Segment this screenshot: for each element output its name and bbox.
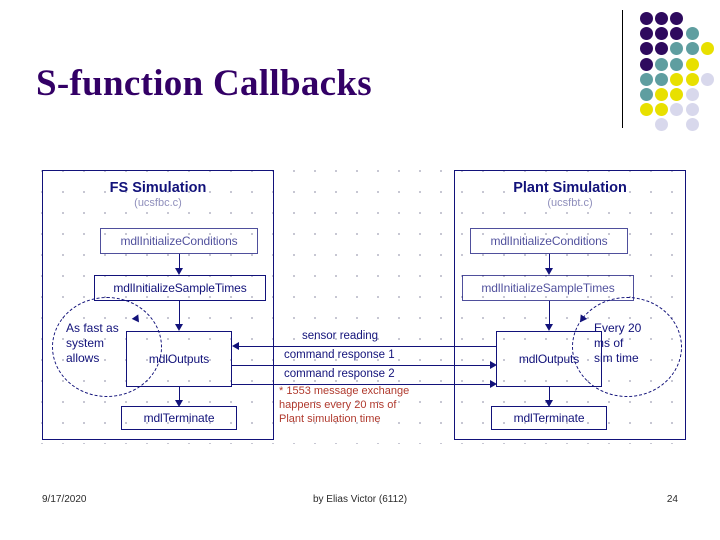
decorative-dot (685, 88, 699, 101)
plant-node-init-conditions[interactable]: mdlInitializeConditions (470, 228, 628, 254)
plant-loop-ellipse (572, 297, 682, 397)
fs-loop-ellipse (52, 297, 162, 397)
footer-date: 9/17/2020 (42, 494, 87, 505)
fs-arrowhead-sample-to-outputs (174, 324, 183, 331)
decorative-dot (640, 12, 653, 25)
decorative-dot (670, 42, 684, 56)
decorative-dot (670, 12, 684, 25)
decorative-dot (670, 72, 684, 86)
message-label-sensor-reading: sensor reading (302, 330, 379, 342)
fs-loop-label: As fast as system allows (66, 321, 119, 365)
plant-node-init-sample-times[interactable]: mdlInitializeSampleTimes (462, 275, 634, 301)
decorative-dot (655, 12, 669, 25)
fs-connector-sample-to-outputs (179, 301, 181, 326)
decorative-dot (670, 88, 684, 101)
decorative-dot (685, 27, 699, 41)
decorative-dot (670, 103, 684, 117)
decorative-dot (640, 57, 653, 71)
decorative-dot (685, 72, 699, 86)
page-title: S-function Callbacks (36, 63, 372, 104)
plant-connector-sample-to-outputs (549, 301, 551, 326)
decorative-dot (640, 72, 653, 86)
decorative-dot (700, 72, 714, 86)
message-arrowhead-command-response-1 (490, 360, 497, 369)
footer-author: by Elias Victor (6112) (312, 494, 408, 505)
message-line-sensor-reading (238, 346, 496, 348)
plant-simulation-title: Plant Simulation (513, 180, 627, 196)
plant-simulation-panel (454, 170, 686, 440)
decorative-dot (640, 42, 653, 56)
fs-arrowhead-init-to-sample (174, 268, 183, 275)
plant-connector-init-to-sample (549, 254, 551, 270)
footer-page-number: 24 (666, 494, 678, 505)
fs-node-outputs[interactable]: mdlOutputs (126, 331, 232, 387)
message-line-command-response-2 (232, 384, 494, 386)
diagram-footnote: * 1553 message exchange happens every 20… (279, 385, 410, 425)
decorative-dot (640, 27, 653, 41)
decorative-dot (700, 42, 714, 56)
decorative-dot (655, 118, 669, 132)
fs-arrowhead-outputs-to-terminate (174, 400, 183, 407)
fs-node-terminate[interactable]: mdlTerminate (121, 406, 237, 430)
decorative-dot-grid (640, 12, 714, 132)
plant-connector-outputs-to-terminate (549, 387, 551, 402)
fs-simulation-title: FS Simulation (109, 180, 207, 196)
decorative-dot (655, 72, 669, 86)
message-arrowhead-command-response-2 (490, 379, 497, 388)
decorative-dot (685, 57, 699, 71)
decorative-dot (655, 57, 669, 71)
decorative-dot (670, 57, 684, 71)
fs-simulation-subtitle: (ucsfbc.c) (134, 197, 182, 209)
decorative-dot (655, 27, 669, 41)
decorative-dot (655, 88, 669, 101)
plant-arrowhead-outputs-to-terminate (544, 400, 553, 407)
fs-simulation-panel (42, 170, 274, 440)
message-label-command-response-2: command response 2 (284, 368, 395, 380)
decorative-dot (640, 103, 653, 117)
decorative-dot (670, 27, 684, 41)
plant-arrowhead-sample-to-outputs (544, 324, 553, 331)
decorative-dot (685, 42, 699, 56)
fs-connector-init-to-sample (179, 254, 181, 270)
message-arrowhead-sensor-reading (232, 341, 239, 350)
message-label-command-response-1: command response 1 (284, 349, 395, 361)
decorative-dot (640, 88, 653, 101)
fs-node-init-conditions[interactable]: mdlInitializeConditions (100, 228, 258, 254)
decorative-dot (685, 118, 699, 132)
decorative-dot (655, 42, 669, 56)
plant-node-terminate[interactable]: mdlTerminate (491, 406, 607, 430)
plant-simulation-subtitle: (ucsfbt.c) (547, 197, 593, 209)
plant-loop-label: Every 20 ms of sim time (594, 321, 642, 365)
header-vertical-rule (622, 10, 623, 128)
plant-node-outputs[interactable]: mdlOutputs (496, 331, 602, 387)
callback-diagram: FS Simulation (ucsfbc.c) mdlInitializeCo… (38, 166, 692, 444)
fs-connector-outputs-to-terminate (179, 387, 181, 402)
decorative-dot (685, 103, 699, 117)
message-line-command-response-1 (232, 365, 494, 367)
decorative-dot (655, 103, 669, 117)
fs-node-init-sample-times[interactable]: mdlInitializeSampleTimes (94, 275, 266, 301)
plant-arrowhead-init-to-sample (544, 268, 553, 275)
